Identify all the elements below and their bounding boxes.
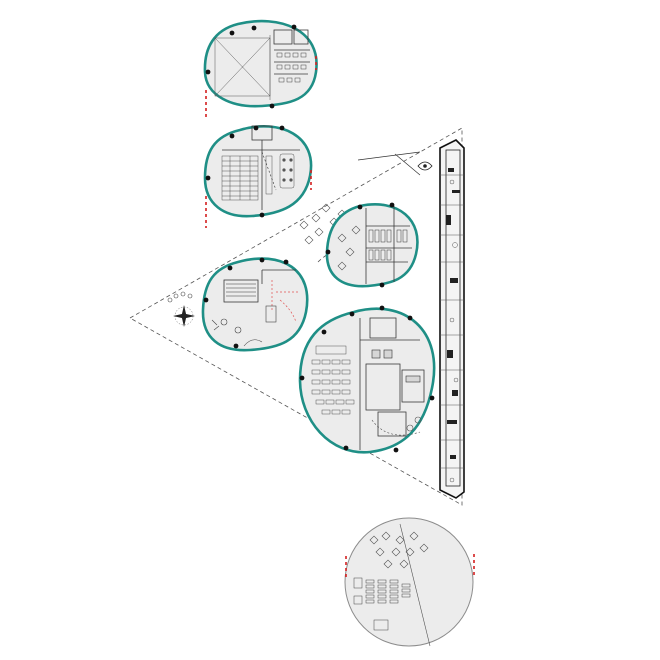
pod-small-right (325, 202, 419, 288)
north-arrow-icon (167, 291, 195, 327)
pod-top (203, 19, 318, 118)
pod-large (298, 305, 436, 454)
pod-entry (201, 257, 309, 352)
pod-auditorium (203, 125, 313, 228)
linear-building (439, 139, 465, 499)
pod-circle-bottom (344, 517, 475, 647)
eye-icon (357, 151, 433, 176)
